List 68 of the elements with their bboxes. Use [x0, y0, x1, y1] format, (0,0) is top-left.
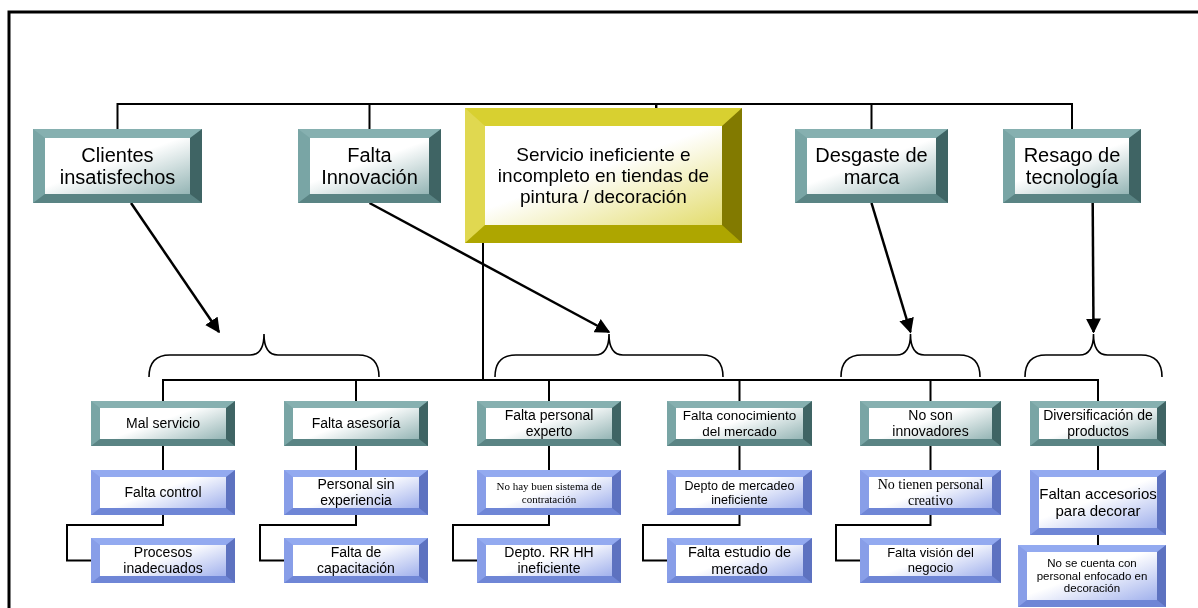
box-label: No hay buen sistema de contratación	[495, 480, 603, 505]
arrow	[368, 201, 611, 334]
cause-box	[33, 129, 202, 203]
curly-brace	[1024, 333, 1163, 377]
sub-cause-box	[667, 470, 812, 515]
sub-cause-box	[284, 538, 428, 583]
box-label: Falta personal experto	[503, 407, 595, 440]
sub-cause-box	[1030, 470, 1166, 535]
sub-cause-box	[91, 470, 235, 515]
connector-line	[259, 514, 357, 562]
box-label: Desgaste de marca	[814, 143, 929, 189]
connector-line	[162, 445, 164, 471]
box-label: Procesos inadecuados	[122, 544, 204, 577]
connector-line	[1097, 445, 1099, 471]
connector-line	[355, 445, 357, 471]
box-label: Falta asesoría	[311, 415, 401, 432]
cause-box	[860, 401, 1001, 446]
sub-cause-box	[91, 538, 235, 583]
box-label: Personal sin experiencia	[316, 476, 396, 509]
box-label: Clientes insatisfechos	[58, 143, 177, 189]
sub-cause-box	[284, 470, 428, 515]
connector-line	[66, 514, 164, 562]
box-label: Diversificación de productos	[1042, 407, 1154, 440]
box-label: Falta Innovación	[320, 143, 419, 189]
sub-cause-box	[1018, 545, 1166, 607]
sub-cause-box	[860, 470, 1001, 515]
connector-line	[642, 514, 741, 562]
curly-brace	[148, 333, 380, 377]
sub-cause-box	[860, 538, 1001, 583]
arrow	[130, 202, 221, 334]
box-label: Depto de mercadeo ineficiente	[683, 478, 796, 507]
connector-line	[1097, 534, 1099, 546]
connector-line	[929, 445, 932, 471]
cause-box	[477, 401, 621, 446]
box-label: Depto. RR HH ineficiente	[503, 544, 595, 577]
connector-line	[738, 445, 741, 471]
cause-box	[91, 401, 235, 446]
box-label: Resago de tecnología	[1022, 143, 1122, 189]
cause-box	[667, 401, 812, 446]
connector-line	[548, 445, 550, 471]
sub-cause-box	[477, 538, 621, 583]
cause-box	[284, 401, 428, 446]
box-label: No se cuenta con personal enfocado en decoración	[1035, 556, 1149, 596]
box-label: Servicio ineficiente e incompleto en tiendas de pintura / decoración	[496, 143, 711, 208]
cause-box	[1003, 129, 1141, 203]
box-label: Falta visión del negocio	[886, 545, 975, 576]
curly-brace	[494, 333, 724, 377]
curly-brace	[840, 333, 981, 377]
box-label: Faltan accesorios para decorar	[1039, 485, 1157, 520]
sub-cause-box	[667, 538, 812, 583]
connector-line	[655, 103, 1073, 130]
cause-box	[1030, 401, 1166, 446]
box-label: Falta estudio de mercado	[686, 544, 793, 577]
arrow	[1085, 203, 1101, 334]
connector-line	[452, 514, 550, 562]
box-label: Falta de capacitación	[316, 544, 396, 577]
cause-box	[298, 129, 441, 203]
box-label: Falta conocimiento del mercado	[681, 408, 798, 439]
connector-line	[835, 514, 932, 562]
sub-cause-box	[477, 470, 621, 515]
cause-box	[795, 129, 948, 203]
connector-line	[368, 103, 658, 130]
box-label: No son innovadores	[891, 407, 970, 440]
problem-box	[465, 108, 742, 243]
box-label: Mal servicio	[126, 415, 200, 432]
box-label: Falta control	[124, 484, 202, 501]
arrow	[870, 202, 914, 334]
box-label: No tienen personal creativo	[876, 476, 985, 509]
